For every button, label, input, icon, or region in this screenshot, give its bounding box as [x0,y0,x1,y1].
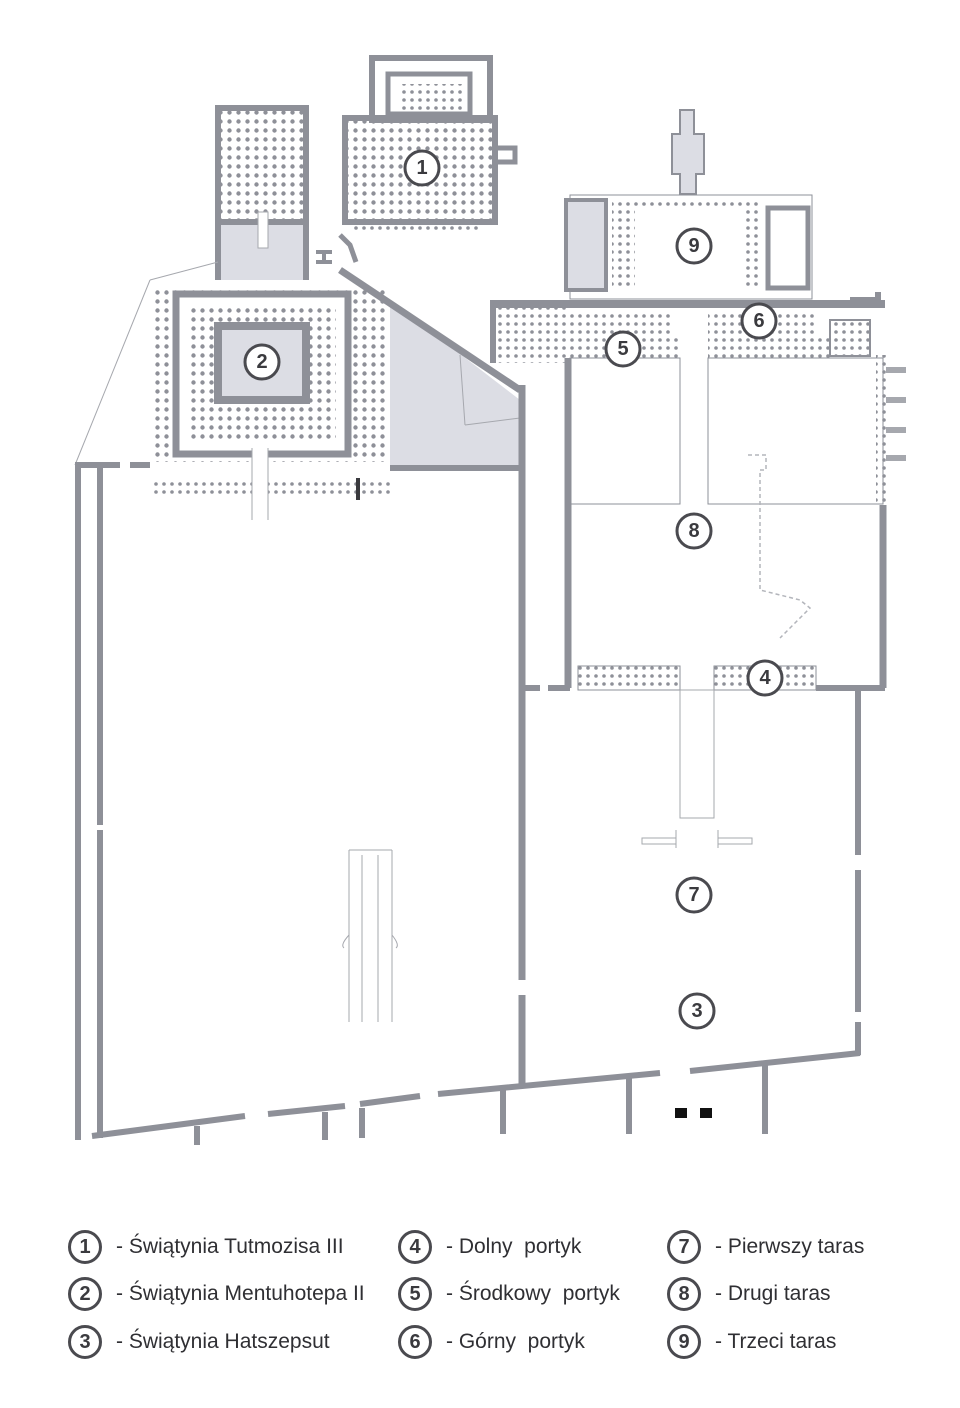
hatshepsut-temple [490,109,906,1055]
legend-label: - Drugi taras [715,1282,831,1305]
legend-label: - Świątynia Mentuhotepa II [116,1282,365,1305]
svg-text:7: 7 [688,884,699,906]
marker-1: 1 [403,149,441,187]
legend-number: 2 [68,1277,102,1311]
marker-4: 4 [746,659,784,697]
svg-text:6: 6 [753,310,764,332]
temple-plan-map: 1 2 3 4 5 6 7 8 9 [74,55,906,1145]
svg-text:3: 3 [691,1000,702,1022]
marker-6: 6 [740,302,778,340]
legend-label: - Świątynia Tutmozisa III [116,1235,344,1258]
legend-number: 3 [68,1325,102,1359]
legend-item: 3 - Świątynia Hatszepsut [68,1322,330,1362]
legend-item: 8 - Drugi taras [667,1274,831,1314]
svg-text:1: 1 [416,157,427,179]
marker-8: 8 [675,512,713,550]
legend-label: - Pierwszy taras [715,1235,865,1258]
legend-label: - Górny portyk [446,1330,585,1353]
legend-item: 2 - Świątynia Mentuhotepa II [68,1274,365,1314]
marker-2: 2 [243,343,281,381]
legend-label: - Świątynia Hatszepsut [116,1330,330,1353]
legend-item: 1 - Świątynia Tutmozisa III [68,1227,344,1267]
svg-text:5: 5 [617,338,628,360]
marker-5: 5 [604,330,642,368]
legend-item: 6 - Górny portyk [398,1322,585,1362]
marker-3: 3 [678,992,716,1030]
map-legend: 1 - Świątynia Tutmozisa III 2 - Świątyni… [0,1220,960,1380]
legend-label: - Dolny portyk [446,1235,582,1258]
svg-text:9: 9 [688,235,699,257]
svg-text:4: 4 [759,667,771,689]
legend-number: 5 [398,1277,432,1311]
legend-item: 7 - Pierwszy taras [667,1227,864,1267]
marker-9: 9 [675,227,713,265]
legend-number: 8 [667,1277,701,1311]
marker-7: 7 [675,876,713,914]
legend-number: 4 [398,1230,432,1264]
legend-number: 7 [667,1230,701,1264]
legend-number: 1 [68,1230,102,1264]
thutmose-temple [342,55,518,234]
svg-text:2: 2 [256,351,267,373]
legend-item: 9 - Trzeci taras [667,1322,836,1362]
legend-number: 6 [398,1325,432,1359]
legend-number: 9 [667,1325,701,1359]
legend-item: 4 - Dolny portyk [398,1227,581,1267]
legend-label: - Trzeci taras [715,1330,837,1353]
legend-item: 5 - Środkowy portyk [398,1274,620,1314]
legend-label: - Środkowy portyk [446,1282,620,1305]
svg-text:8: 8 [688,520,699,542]
left-enclosure [75,385,861,1145]
